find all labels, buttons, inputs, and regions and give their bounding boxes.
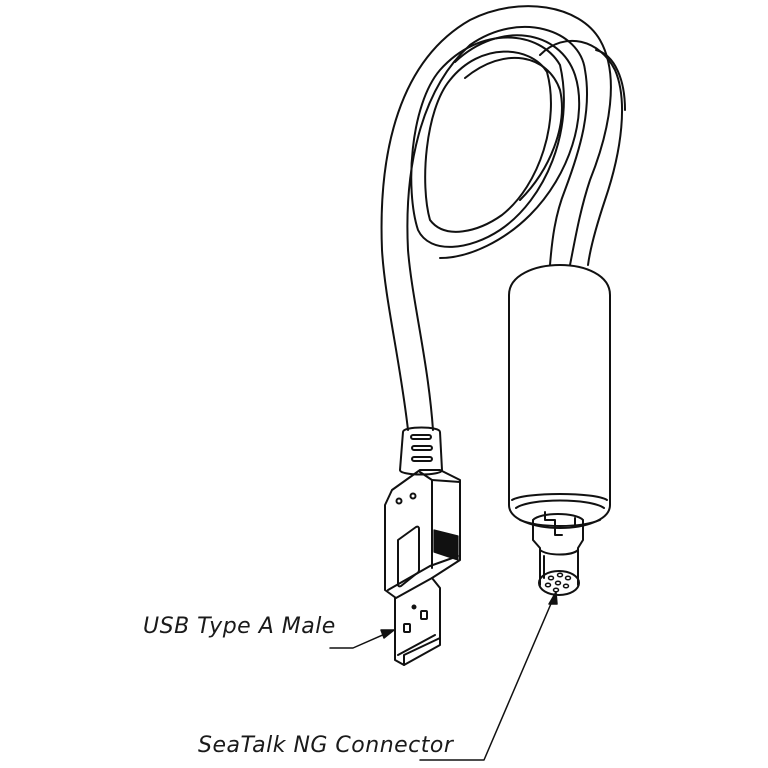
usb-type-a-male-label: USB Type A Male bbox=[143, 614, 336, 639]
grip-stripes-icon bbox=[434, 530, 458, 560]
seatalk-ng-connector-label: SeaTalk NG Connector bbox=[198, 733, 454, 758]
usb-leader-line bbox=[330, 630, 394, 648]
usb-plug bbox=[385, 428, 460, 666]
inline-module bbox=[509, 265, 610, 528]
cable-loop bbox=[382, 6, 625, 430]
seatalk-leader-line bbox=[420, 592, 557, 760]
connector-pins bbox=[546, 573, 571, 592]
